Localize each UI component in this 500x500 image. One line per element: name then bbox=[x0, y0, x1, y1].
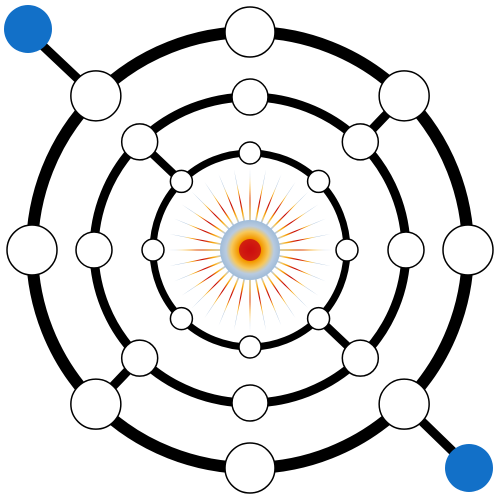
middle-ring-node[interactable] bbox=[231, 384, 269, 422]
endpoint-markers bbox=[4, 5, 493, 492]
middle-ring-node[interactable] bbox=[387, 231, 425, 269]
sun-ray bbox=[181, 204, 236, 241]
outer-ring-node[interactable] bbox=[224, 442, 276, 494]
sun-ray bbox=[234, 169, 248, 233]
inner-ring-node[interactable] bbox=[335, 238, 359, 262]
outer-ring-node[interactable] bbox=[6, 224, 58, 276]
inner-ring-node[interactable] bbox=[169, 169, 194, 194]
sun-ray bbox=[266, 218, 326, 245]
sun-ray bbox=[267, 252, 331, 266]
sun-core-center bbox=[239, 239, 261, 261]
sun-ray bbox=[181, 259, 236, 296]
sun-ray bbox=[261, 192, 308, 239]
sun-ray bbox=[174, 255, 234, 282]
sun-ray bbox=[248, 168, 252, 233]
sun-ray bbox=[192, 261, 239, 308]
sun-ray bbox=[204, 181, 241, 236]
sun-ray bbox=[264, 259, 319, 296]
middle-ring-node[interactable] bbox=[231, 78, 269, 116]
sun-ray bbox=[259, 181, 296, 236]
start-marker[interactable] bbox=[4, 5, 52, 53]
sun-ray bbox=[267, 248, 332, 252]
ring-nodes bbox=[6, 6, 494, 494]
outer-ring-node[interactable] bbox=[378, 378, 430, 430]
inner-ring-node[interactable] bbox=[306, 306, 331, 331]
sun-ray bbox=[266, 255, 326, 282]
middle-ring-node[interactable] bbox=[341, 123, 380, 161]
middle-ring-node[interactable] bbox=[341, 339, 380, 377]
sun-ray bbox=[255, 266, 282, 326]
sun-ray bbox=[248, 267, 252, 332]
sun-ray bbox=[259, 264, 296, 319]
middle-ring-node[interactable] bbox=[75, 231, 113, 269]
sun-ray bbox=[252, 169, 266, 233]
sun-ray bbox=[252, 267, 266, 331]
outer-ring-node[interactable] bbox=[442, 224, 494, 276]
outer-ring-node[interactable] bbox=[70, 70, 122, 122]
sun-ray bbox=[255, 174, 282, 234]
sun-ray bbox=[192, 192, 239, 239]
sun-ray bbox=[168, 248, 233, 252]
sun-ray bbox=[218, 266, 245, 326]
sun-ray bbox=[169, 234, 233, 248]
middle-ring-node[interactable] bbox=[120, 123, 159, 161]
inner-ring-node[interactable] bbox=[141, 238, 165, 262]
inner-ring-node[interactable] bbox=[169, 306, 194, 331]
outer-ring-node[interactable] bbox=[378, 70, 430, 122]
inner-ring-node[interactable] bbox=[306, 169, 331, 194]
sun-starburst-icon bbox=[168, 168, 332, 332]
inner-ring-node[interactable] bbox=[238, 141, 262, 165]
sun-ray bbox=[204, 264, 241, 319]
finish-marker[interactable] bbox=[445, 444, 493, 492]
inner-ring-node[interactable] bbox=[238, 335, 262, 359]
sun-ray bbox=[169, 252, 233, 266]
sun-ray bbox=[267, 234, 331, 248]
sun-ray bbox=[234, 267, 248, 331]
outer-ring-node[interactable] bbox=[70, 378, 122, 430]
sun-ray bbox=[218, 174, 245, 234]
sun-ray bbox=[264, 204, 319, 241]
sun-ray bbox=[261, 261, 308, 308]
middle-ring-node[interactable] bbox=[120, 339, 159, 377]
outer-ring-node[interactable] bbox=[224, 6, 276, 58]
sun-ray bbox=[174, 218, 234, 245]
